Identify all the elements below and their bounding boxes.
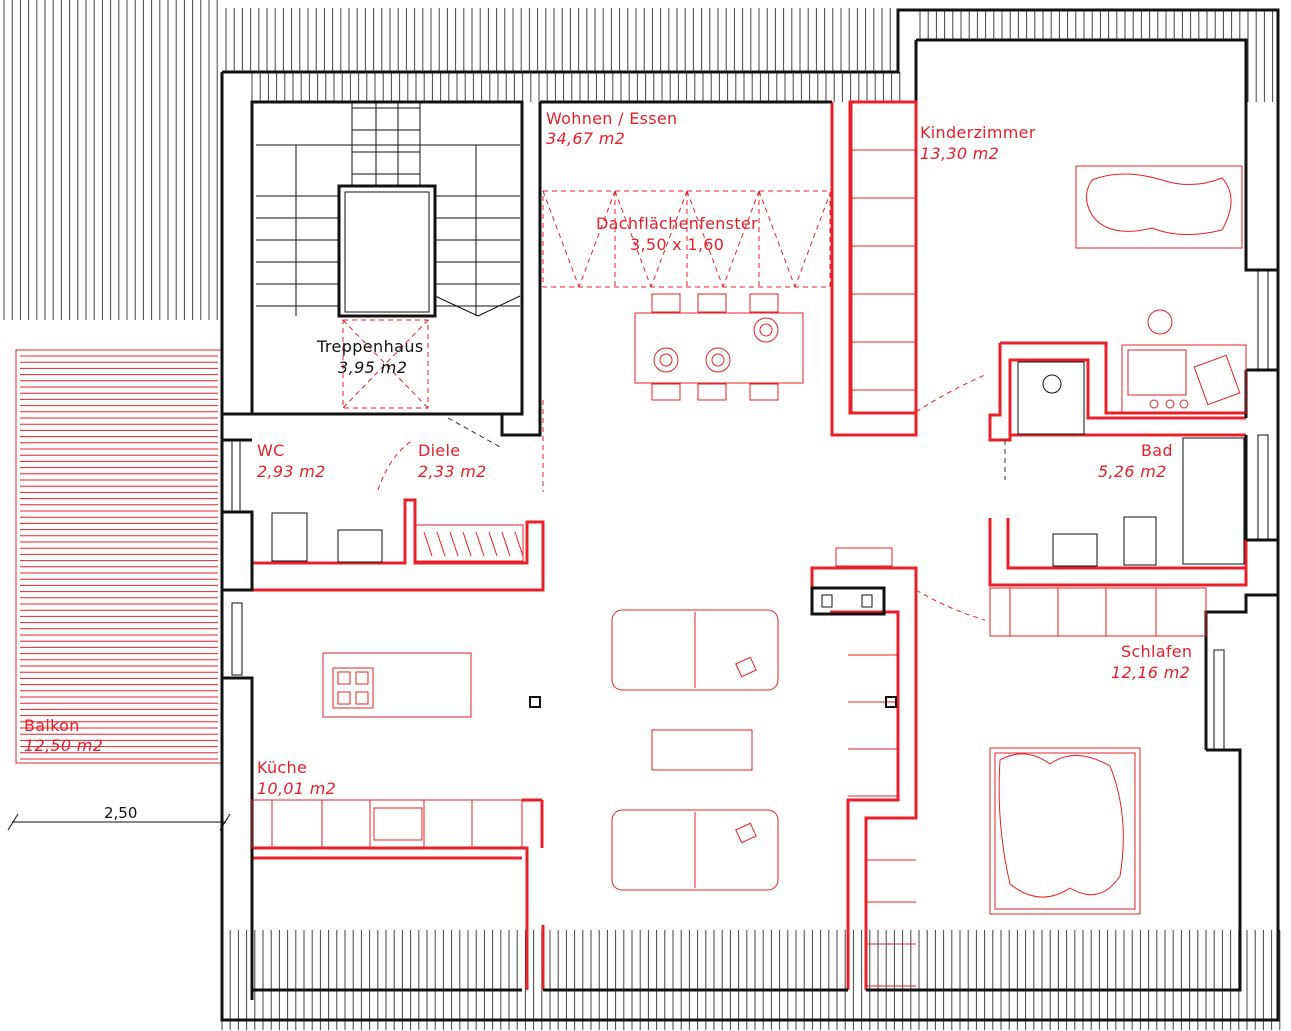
room-name-wohnen: Wohnen / Essen: [546, 109, 677, 128]
interior-walls: [222, 100, 1278, 1000]
skylight-size: 3,50 x 1,60: [630, 235, 724, 254]
dimension-label: 2,50: [104, 804, 137, 822]
room-name-bad: Bad: [1141, 441, 1173, 460]
room-name-wc: WC: [257, 441, 285, 460]
dimension-line: 2,50: [7, 804, 231, 831]
room-area-diele: 2,33 m2: [418, 462, 487, 481]
room-area-wc: 2,93 m2: [257, 462, 326, 481]
room-area-treppenhaus: 3,95 m2: [338, 358, 407, 377]
roof-hatching: [3, 0, 1281, 1030]
staircase: [250, 100, 542, 437]
room-area-balkon: 12,50 m2: [24, 736, 103, 755]
room-name-balkon: Balkon: [24, 716, 80, 735]
new-walls: [250, 100, 1248, 990]
room-area-wohnen: 34,67 m2: [546, 129, 625, 148]
room-name-diele: Diele: [418, 441, 460, 460]
room-area-kueche: 10,01 m2: [257, 779, 336, 798]
room-area-bad: 5,26 m2: [1098, 462, 1167, 481]
skylight: [542, 190, 832, 288]
room-area-kinderzimmer: 13,30 m2: [920, 144, 999, 163]
furniture: [251, 101, 1247, 987]
room-name-kueche: Küche: [257, 758, 307, 777]
windows: [231, 269, 1269, 751]
room-name-kinderzimmer: Kinderzimmer: [920, 123, 1036, 142]
door-swings: [377, 374, 1006, 621]
room-name-treppenhaus: Treppenhaus: [316, 337, 424, 356]
skylight-label: Dachflächenfenster: [596, 214, 758, 233]
exterior-walls: [220, 8, 1280, 1022]
balcony: [15, 349, 223, 764]
room-name-schlafen: Schlafen: [1121, 642, 1192, 661]
room-area-schlafen: 12,16 m2: [1111, 663, 1190, 682]
